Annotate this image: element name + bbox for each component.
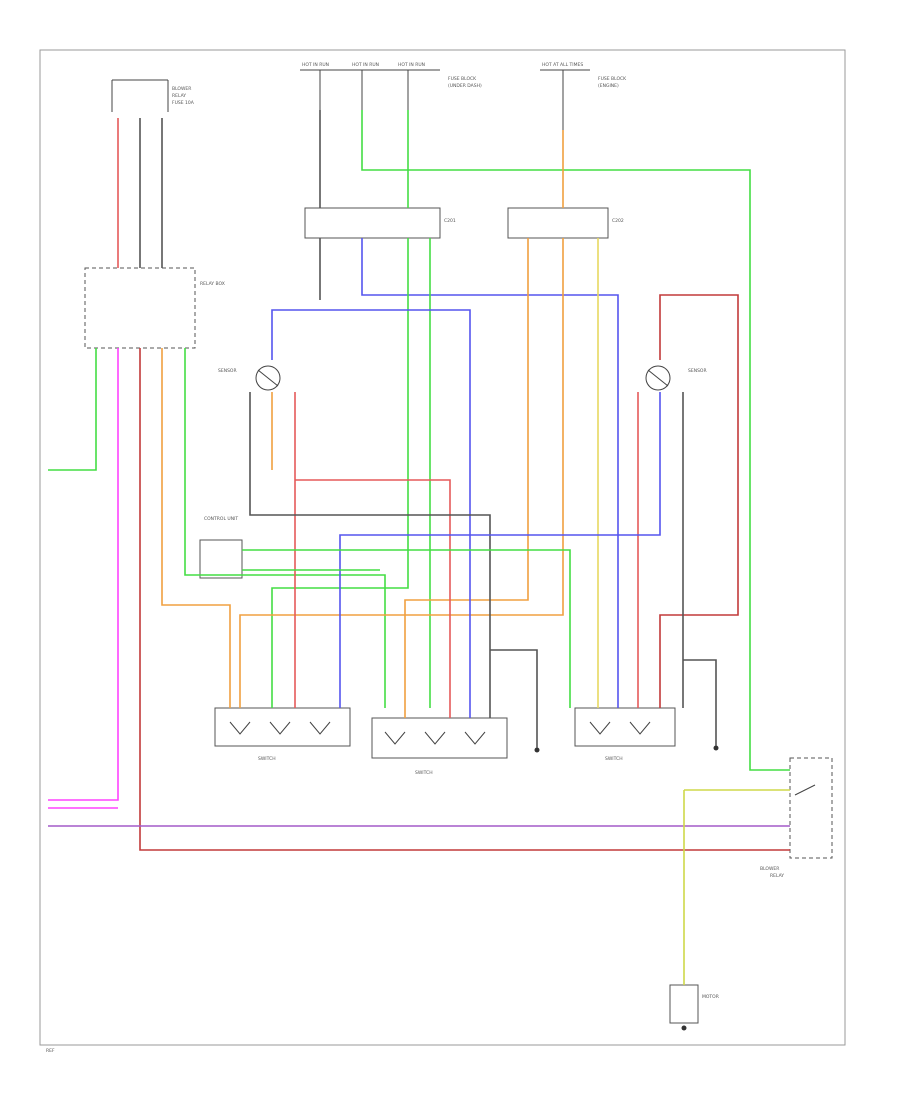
wire-gray-32 bbox=[683, 659, 717, 746]
svg-text:BLOWER: BLOWER bbox=[760, 866, 779, 872]
wire-green-29 bbox=[242, 549, 571, 708]
svg-text:FUSE BLOCK: FUSE BLOCK bbox=[598, 76, 627, 82]
control-unit bbox=[199, 539, 243, 579]
motor-box bbox=[669, 984, 699, 1024]
top-right-fuse-group: HOT AT ALL TIMES FUSE BLOCK (ENGINE) bbox=[540, 62, 627, 130]
wire-gray-31 bbox=[490, 649, 538, 748]
relay-box bbox=[84, 267, 196, 349]
connector-bar-left bbox=[304, 207, 441, 239]
sensor-left-label: SENSOR bbox=[218, 368, 237, 374]
wire-blue-14 bbox=[361, 238, 619, 708]
svg-text:C202: C202 bbox=[612, 218, 624, 224]
wire-orange-6 bbox=[161, 348, 231, 708]
sensor-right: SENSOR bbox=[645, 365, 707, 391]
svg-text:(ENGINE): (ENGINE) bbox=[598, 83, 619, 89]
switch-left-label: SWITCH bbox=[258, 756, 276, 762]
wire-green-10 bbox=[361, 110, 790, 771]
svg-text:FUSE BLOCK: FUSE BLOCK bbox=[448, 76, 477, 82]
wire-dark_red-5 bbox=[139, 348, 790, 851]
svg-text:FUSE 10A: FUSE 10A bbox=[172, 100, 195, 106]
svg-text:C201: C201 bbox=[444, 218, 456, 224]
motor-ground bbox=[681, 1025, 687, 1031]
ground-dot-center bbox=[534, 747, 540, 753]
wire-group bbox=[48, 110, 790, 985]
svg-text:RELAY: RELAY bbox=[172, 93, 186, 99]
wire-green-7 bbox=[184, 348, 386, 708]
wire-red-23 bbox=[295, 479, 451, 718]
fuse-label-2: HOT IN RUN bbox=[352, 62, 379, 68]
right-relay-box bbox=[789, 757, 833, 859]
ground-dot-right bbox=[713, 745, 719, 751]
fuse-label-4: HOT AT ALL TIMES bbox=[542, 62, 583, 68]
switch-center: SWITCH bbox=[371, 717, 508, 776]
fuse-label-3: HOT IN RUN bbox=[398, 62, 425, 68]
control-unit-label: CONTROL UNIT bbox=[204, 516, 238, 522]
wire-blue-20 bbox=[271, 309, 471, 718]
fuse-label-1: HOT IN RUN bbox=[302, 62, 329, 68]
switch-right: SWITCH bbox=[574, 707, 676, 762]
switch-center-label: SWITCH bbox=[415, 770, 433, 776]
motor-label: MOTOR bbox=[702, 994, 719, 1000]
diagram-frame bbox=[39, 49, 846, 1046]
svg-text:(UNDER DASH): (UNDER DASH) bbox=[448, 83, 482, 89]
page-ref-label: REF bbox=[46, 1048, 55, 1054]
top-left-connector-group: BLOWER RELAY FUSE 10A bbox=[111, 79, 195, 112]
wire-gray-24 bbox=[249, 392, 491, 718]
wire-dark_red-25 bbox=[659, 294, 739, 708]
relay-box-label: RELAY BOX bbox=[200, 281, 225, 287]
wire-orange-17 bbox=[404, 238, 529, 718]
wire-orange-18 bbox=[239, 238, 564, 708]
wire-pink-4 bbox=[48, 348, 119, 801]
svg-text:RELAY: RELAY bbox=[770, 873, 784, 879]
sensor-right-label: SENSOR bbox=[688, 368, 707, 374]
wire-green-3 bbox=[48, 348, 97, 471]
top-center-fuse-group: HOT IN RUN HOT IN RUN HOT IN RUN FUSE BL… bbox=[300, 62, 482, 110]
switch-right-label: SWITCH bbox=[605, 756, 623, 762]
svg-text:BLOWER: BLOWER bbox=[172, 86, 191, 92]
wire-blue-27 bbox=[339, 392, 661, 708]
connector-bar-right bbox=[507, 207, 609, 239]
switch-left: SWITCH bbox=[214, 707, 351, 762]
sensor-left: SENSOR bbox=[218, 365, 281, 391]
